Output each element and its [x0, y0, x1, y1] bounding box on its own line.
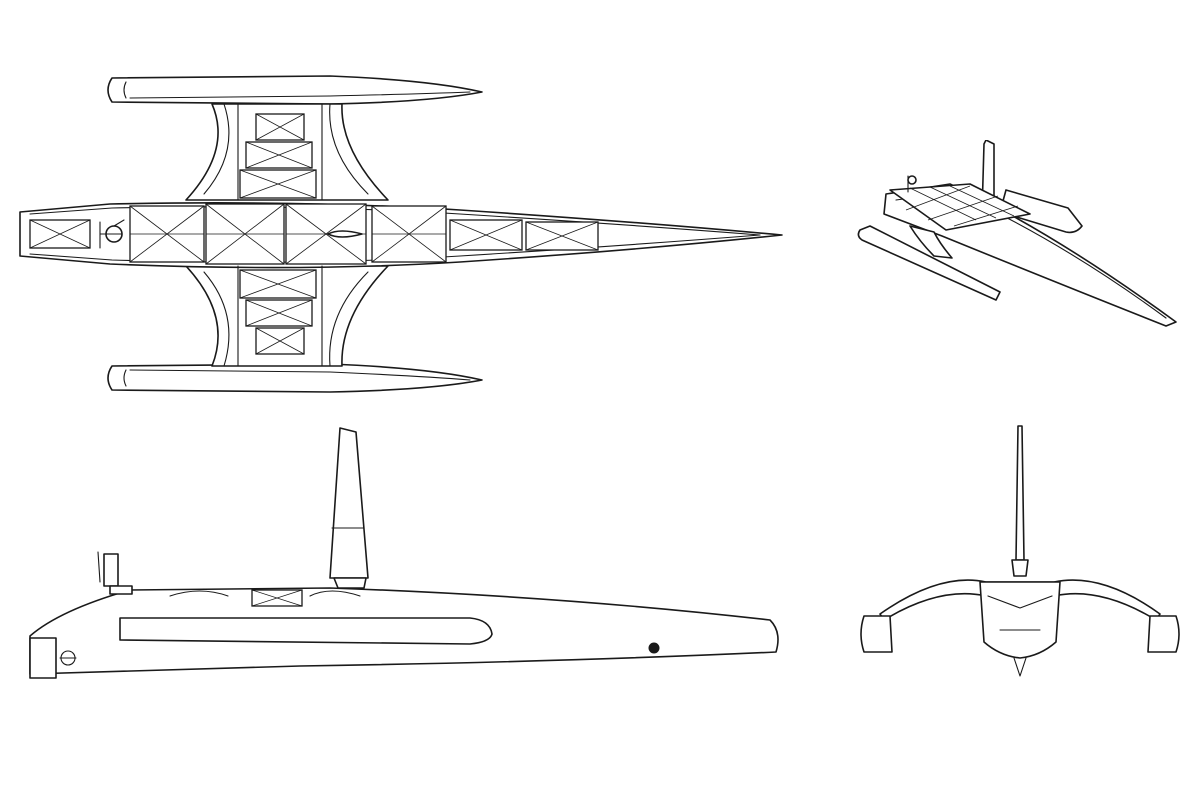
front-wing-sail: [1015, 425, 1025, 561]
perspective-cargo-grid: [905, 185, 1019, 227]
top-view-wing-sail: [327, 230, 363, 238]
front-right-float: [1147, 615, 1180, 653]
side-hull-port: [648, 642, 660, 654]
side-outrigger: [119, 617, 493, 645]
front-left-float: [860, 615, 893, 653]
perspective-near-float: [857, 225, 1001, 301]
top-view-cargo-bays: [29, 113, 599, 355]
side-propulsion-unit: [29, 637, 77, 679]
side-cargo-bay: [251, 589, 303, 607]
lower-outrigger-float: [107, 363, 483, 393]
front-view: [860, 425, 1180, 677]
perspective-sensor-mast: [907, 175, 917, 193]
upper-outrigger-float: [107, 75, 483, 105]
perspective-view: [857, 140, 1177, 327]
side-view: [29, 427, 779, 679]
perspective-far-float: [999, 189, 1083, 234]
side-wing-sail: [329, 427, 369, 579]
top-view: [19, 75, 783, 393]
side-sensor-mast: [97, 551, 133, 595]
perspective-near-crossbeam: [909, 225, 953, 259]
top-view-sensor-mast: [99, 219, 125, 249]
front-main-hull: [979, 581, 1061, 659]
